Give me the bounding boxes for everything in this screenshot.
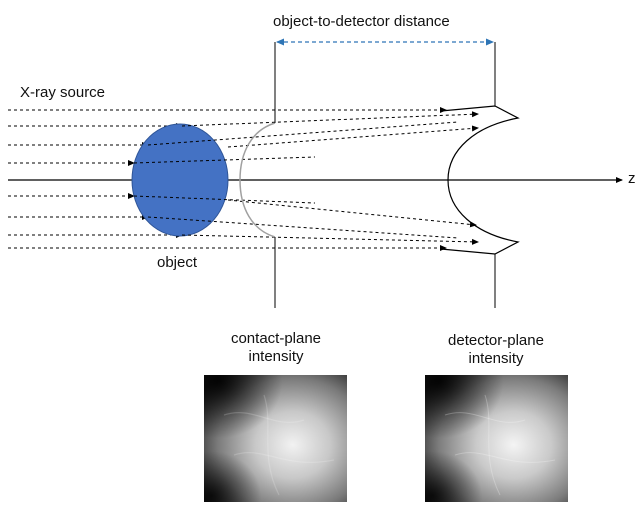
distance-label: object-to-detector distance xyxy=(273,13,450,30)
detector-plane-label: detector-plane intensity xyxy=(448,332,544,367)
incident-rays xyxy=(8,109,183,249)
contact-plane-intensity-image xyxy=(204,375,347,502)
contact-plane-label: contact-plane intensity xyxy=(230,330,322,365)
source-label: X-ray source xyxy=(20,84,106,101)
object-ellipse xyxy=(131,123,229,237)
z-axis-label: z xyxy=(628,170,636,187)
object-label: object xyxy=(157,254,198,271)
detector-plane-wavefront xyxy=(440,105,520,255)
detector-plane-intensity-image xyxy=(425,375,568,502)
contact-plane-wavefront xyxy=(239,122,276,238)
refracted-rays xyxy=(133,107,479,251)
plane-markers xyxy=(274,42,496,308)
